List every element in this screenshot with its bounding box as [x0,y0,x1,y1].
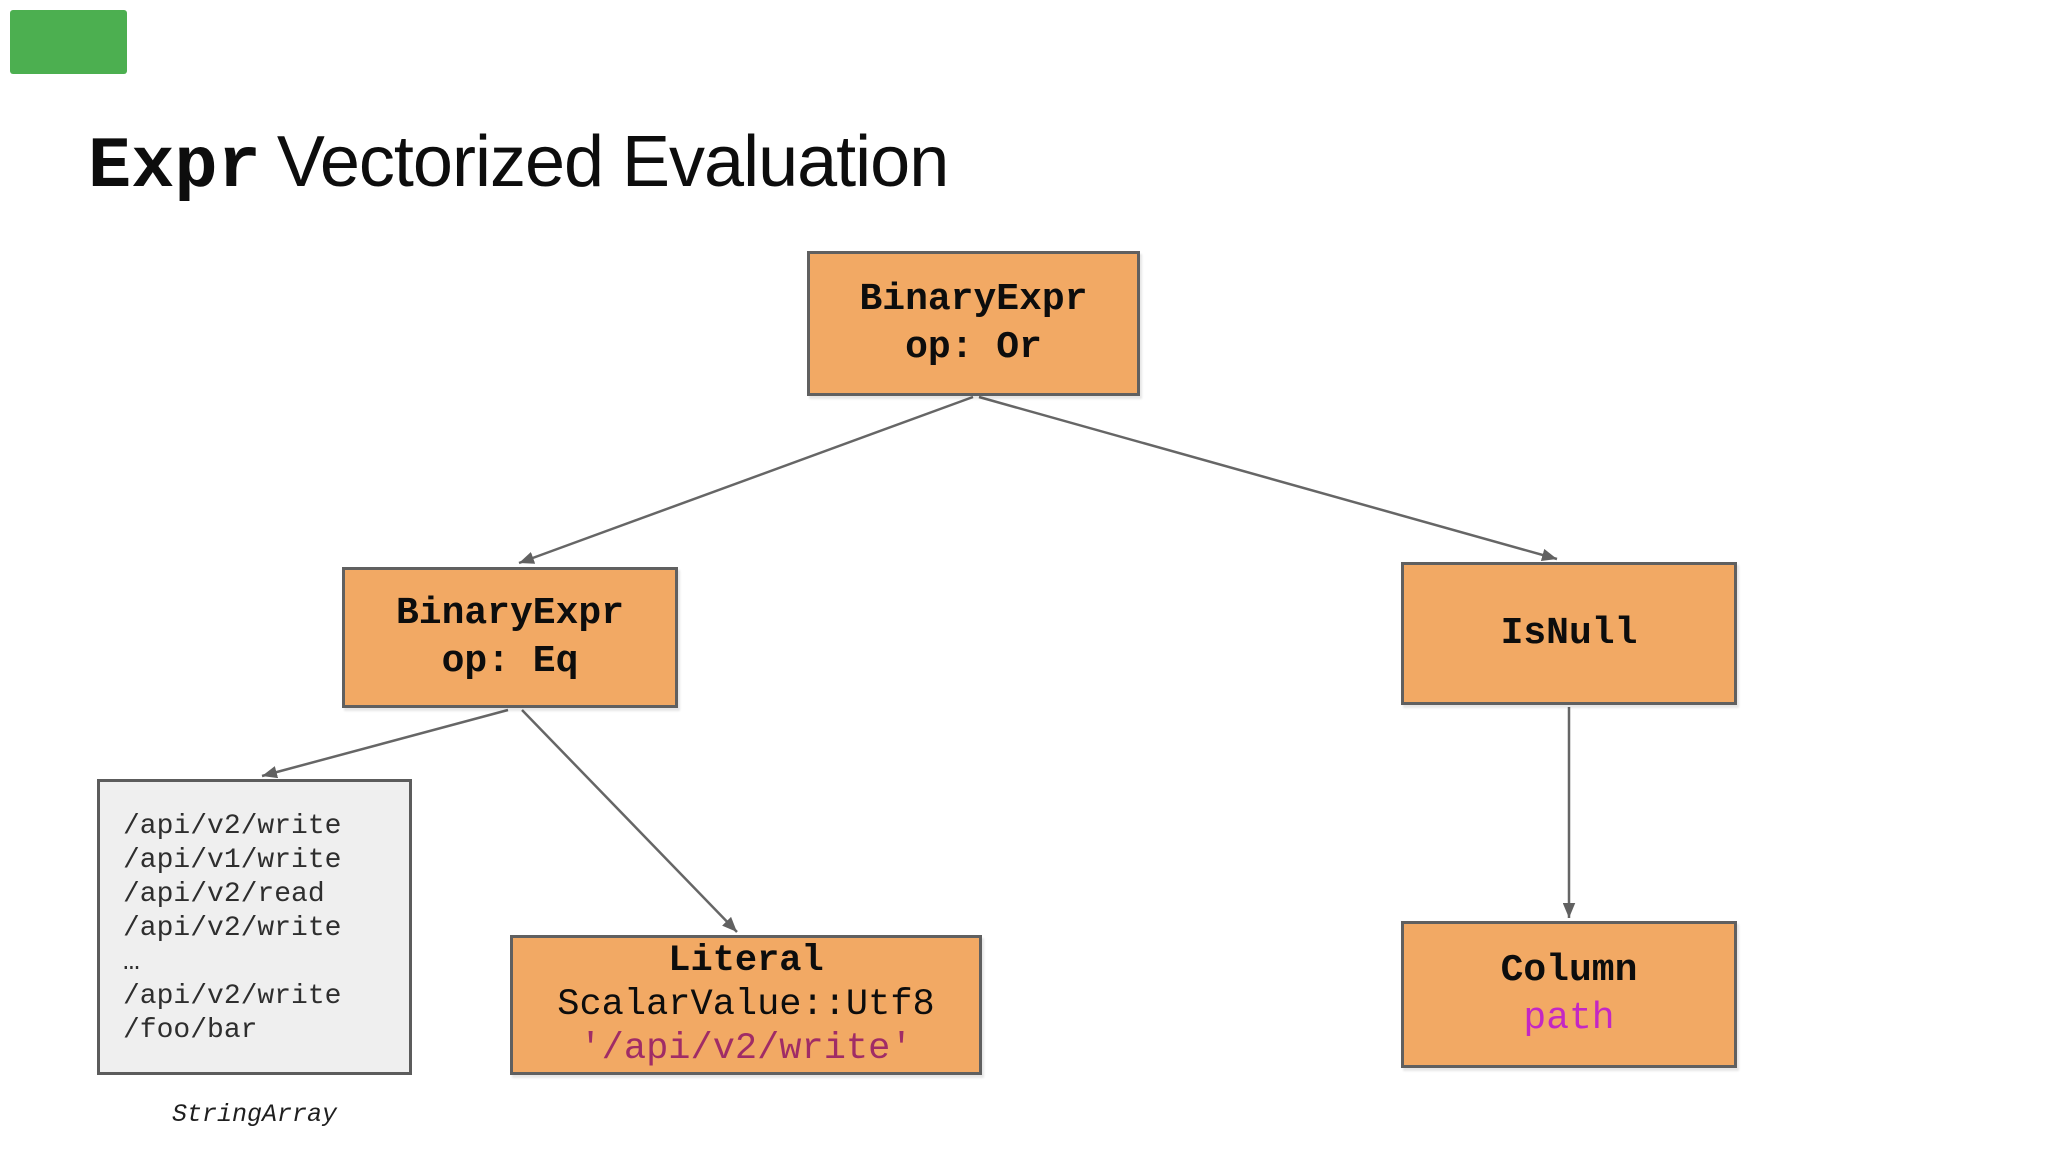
title-rest: Vectorized Evaluation [276,122,949,202]
node-binaryexpr-or: BinaryExpr op: Or [807,251,1140,396]
node-literal-subtitle: ScalarValue::Utf8 [557,984,935,1026]
node-binaryexpr-or-name: BinaryExpr [859,277,1088,321]
array-value: /api/v2/write [123,811,342,842]
node-column: Column path [1401,921,1737,1068]
edge-eq-to-array [261,708,509,779]
array-value: /api/v1/write [123,845,342,876]
node-literal-title: Literal [668,940,824,982]
node-binaryexpr-eq: BinaryExpr op: Eq [342,567,678,708]
string-array-caption: StringArray [171,1100,338,1129]
node-literal: Literal ScalarValue::Utf8 '/api/v2/write… [510,935,982,1075]
node-isnull-label: IsNull [1500,611,1638,655]
array-value: /foo/bar [123,1015,258,1046]
node-binaryexpr-eq-op: op: Eq [441,639,579,683]
node-isnull: IsNull [1401,562,1737,705]
title-code-expr: Expr [88,126,261,208]
green-corner-marker [10,10,127,74]
node-literal-value: '/api/v2/write' [579,1028,913,1070]
node-binaryexpr-or-op: op: Or [905,325,1042,369]
node-column-value: path [1523,996,1615,1040]
array-value: /api/v2/read [123,879,325,910]
edge-eq-to-literal [521,709,738,933]
array-value: /api/v2/write [123,981,342,1012]
node-binaryexpr-eq-name: BinaryExpr [395,591,625,635]
edge-or-to-eq [518,395,974,565]
array-value: … [123,947,140,978]
edge-or-to-isnull [978,395,1558,561]
string-array-box: /api/v2/write /api/v1/write /api/v2/read… [97,779,412,1075]
array-value: /api/v2/write [123,913,342,944]
node-column-title: Column [1500,948,1638,992]
